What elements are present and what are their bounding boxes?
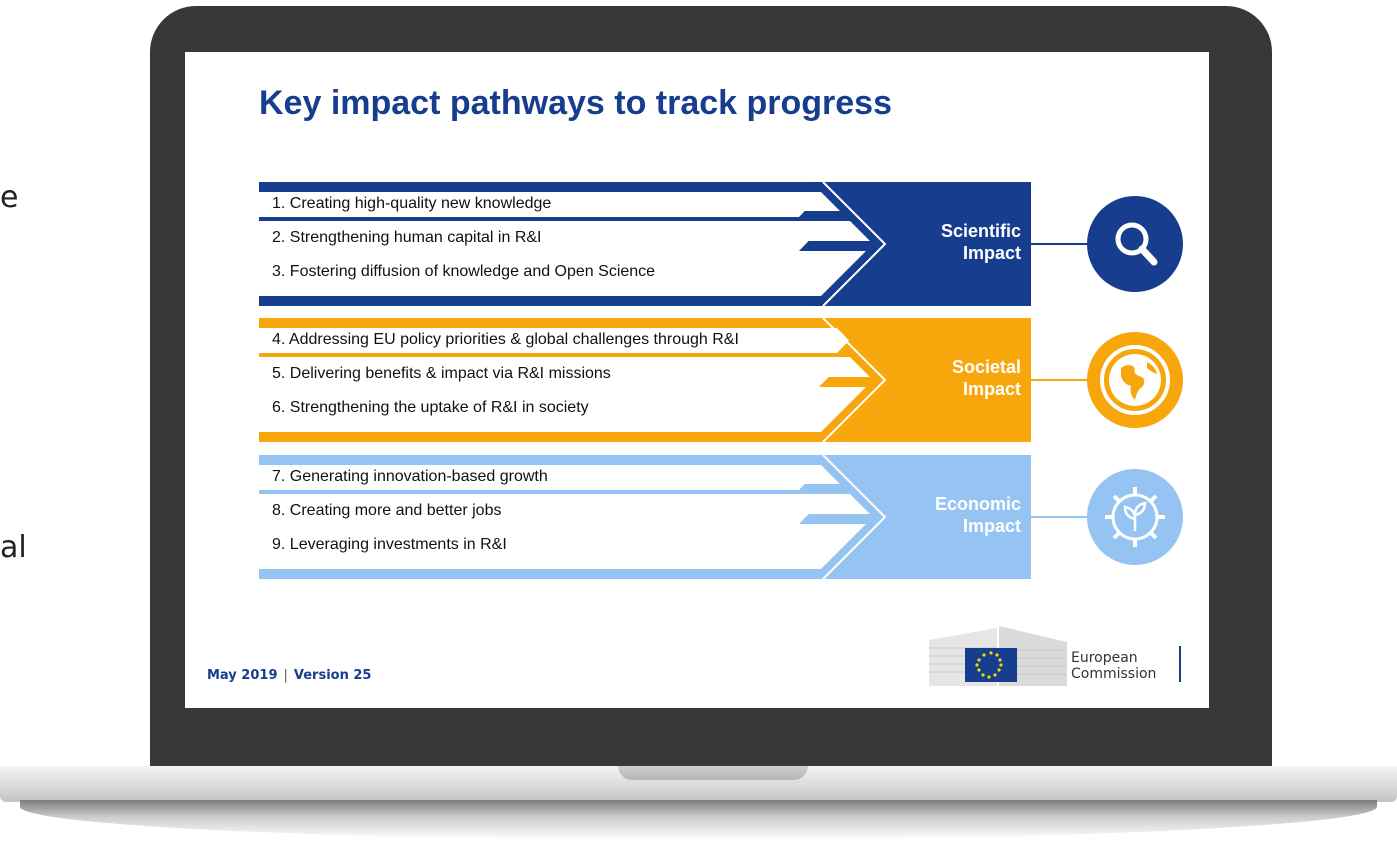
band-bar [259, 296, 879, 306]
pathway-band: 1. Creating high-quality new knowledge 2.… [259, 182, 1183, 306]
pathway-item: 8. Creating more and better jobs [259, 499, 811, 524]
impact-label-line-2: Impact [962, 243, 1021, 263]
logo-text: European Commission [1071, 650, 1156, 682]
impact-connector [1031, 243, 1091, 245]
pathway-item: 1. Creating high-quality new knowledge [259, 192, 811, 217]
pathway-item-text: 8. Creating more and better jobs [272, 502, 502, 519]
pathway-item-text: 3. Fostering diffusion of knowledge and … [272, 263, 656, 280]
pathway-item-text: 5. Delivering benefits & impact via R&I … [272, 365, 611, 382]
pathway-item: 4. Addressing EU policy priorities & glo… [259, 328, 849, 353]
band-bar [259, 455, 879, 465]
impact-label-line-2: Impact [962, 379, 1021, 399]
pathway-item: 3. Fostering diffusion of knowledge and … [259, 260, 811, 285]
pathway-item-text: 1. Creating high-quality new knowledge [272, 195, 552, 212]
band-bar [259, 432, 879, 442]
pathway-band: 7. Generating innovation-based growth 8. … [259, 455, 1183, 579]
impact-label-line-1: Scientific [940, 221, 1021, 241]
pathway-item-text: 2. Strengthening human capital in R&I [272, 229, 542, 246]
pathway-band: 4. Addressing EU policy priorities & glo… [259, 318, 1183, 442]
pathway-item: 5. Delivering benefits & impact via R&I … [259, 362, 831, 387]
search-icon [1087, 196, 1183, 292]
pathway-item-text: 6. Strengthening the uptake of R&I in so… [272, 399, 589, 416]
pathway-item: 2. Strengthening human capital in R&I [259, 226, 811, 251]
cropped-text-top: e [0, 180, 19, 215]
european-commission-logo: European Commission [929, 622, 1189, 686]
impact-label-line-1: Economic [934, 494, 1021, 514]
logo-bar [1179, 646, 1181, 682]
impact-chevron [811, 455, 1031, 579]
slide-title: Key impact pathways to track progress [259, 84, 893, 122]
cropped-text-bottom: al [0, 530, 27, 565]
footer-separator: | [283, 668, 288, 683]
globe-icon [1087, 332, 1183, 428]
pathway-item: 6. Strengthening the uptake of R&I in so… [259, 396, 831, 421]
logo-line-2: Commission [1071, 666, 1157, 682]
laptop-notch [618, 766, 808, 780]
laptop-base-shadow [20, 800, 1377, 840]
impact-connector [1031, 379, 1091, 381]
pathway-item: 7. Generating innovation-based growth [259, 465, 811, 490]
pathway-item-text: 7. Generating innovation-based growth [272, 468, 548, 485]
pathway-item-text: 9. Leveraging investments in R&I [272, 536, 507, 553]
impact-chevron [811, 182, 1031, 306]
impact-connector [1031, 516, 1091, 518]
pathway-item-text: 4. Addressing EU policy priorities & glo… [272, 331, 739, 348]
band-bar [259, 318, 879, 328]
ec-building-icon [929, 626, 1067, 686]
gear-sprout-icon [1087, 469, 1183, 565]
logo-line-1: European [1071, 650, 1138, 666]
footer-date: May 2019 [207, 668, 278, 683]
footer-version: Version 25 [293, 668, 372, 683]
impact-label-line-2: Impact [962, 516, 1021, 536]
slide: Key impact pathways to track progress 1.… [185, 52, 1209, 708]
pathway-item: 9. Leveraging investments in R&I [259, 533, 811, 558]
slide-footer: May 2019 | Version 25 [207, 668, 371, 683]
impact-label-line-1: Societal [951, 357, 1021, 377]
band-bar [259, 569, 879, 579]
band-bar [259, 182, 879, 192]
